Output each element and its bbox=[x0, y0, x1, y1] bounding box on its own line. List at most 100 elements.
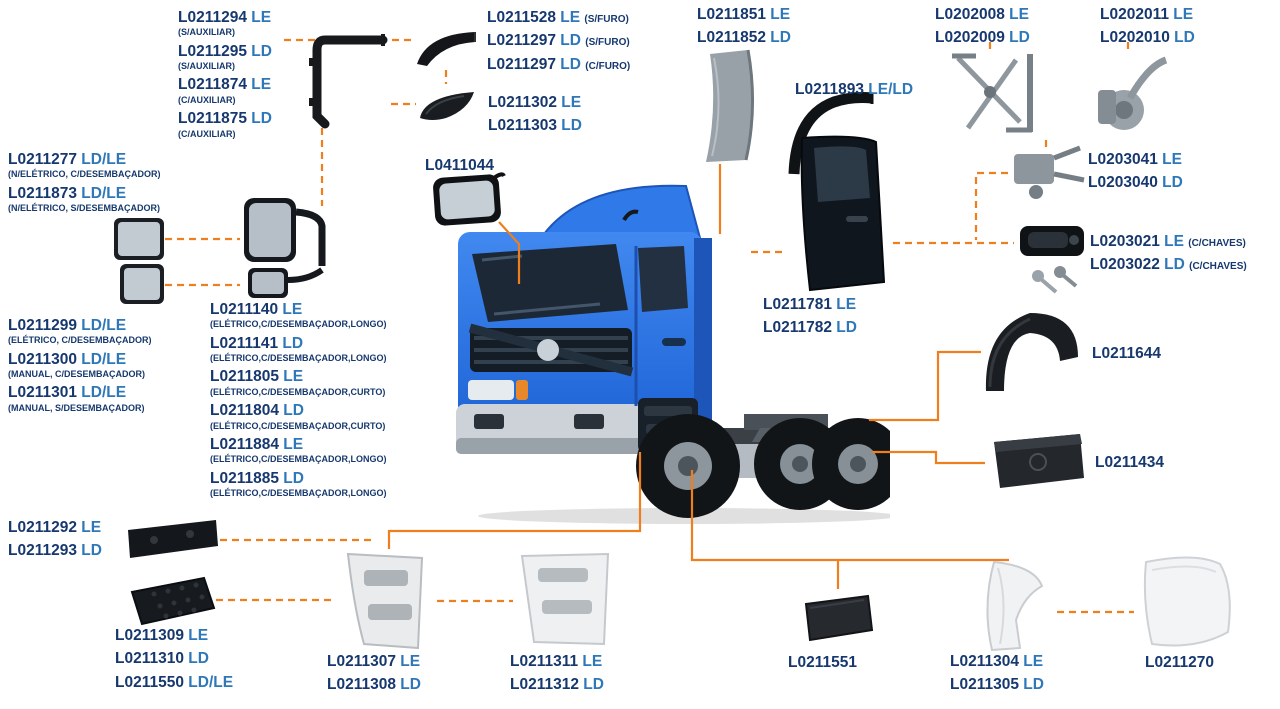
part-number-line: L0203022 LD (C/CHAVES) bbox=[1090, 255, 1247, 274]
part-number: L0211300 bbox=[8, 350, 77, 368]
part-variant: LE bbox=[1173, 6, 1194, 23]
part-note: (ELÉTRICO,C/DESEMBAÇADOR,CURTO) bbox=[210, 420, 386, 431]
part-variant: LD bbox=[560, 55, 581, 73]
part-number-line: L0211873 LD/LE bbox=[8, 184, 161, 203]
part-note: (N/ELÉTRICO, S/DESEMBAÇADOR) bbox=[8, 203, 161, 214]
part-variant: LD/LE bbox=[81, 350, 127, 368]
part-note: (C/CHAVES) bbox=[1188, 238, 1246, 249]
part-number: L0211782 bbox=[763, 319, 832, 337]
part-number-line: L0202009 LD bbox=[935, 28, 1030, 47]
part-number-line: L0211885 LD bbox=[210, 469, 387, 488]
part-number-line: L0211312 LD bbox=[510, 675, 604, 694]
part-number-line: L0211311 LE bbox=[510, 652, 604, 671]
part-variant: LD/LE bbox=[81, 184, 127, 202]
part-number-line: L0211644 bbox=[1092, 344, 1161, 363]
label-group-mirror-arm: L0211294 LE (S/AUXILIAR) L0211295 LD (S/… bbox=[178, 8, 272, 143]
part-variant: LD bbox=[1174, 29, 1195, 47]
label-group-step-rear: L0211311 LE L0211312 LD bbox=[510, 652, 604, 699]
window-frame-seal-thumbnail bbox=[788, 92, 874, 175]
label-group-step-grate: L0211309 LE L0211310 LD L0211550 LD/LE bbox=[115, 626, 233, 696]
part-number: L0211528 bbox=[487, 9, 556, 26]
label-group-mirror-cover: L0211302 LE L0211303 LD bbox=[488, 93, 582, 140]
part-number: L0211804 bbox=[210, 402, 279, 420]
wiper-motor-thumbnail bbox=[1098, 56, 1168, 130]
part-note: (C/AUXILIAR) bbox=[178, 94, 236, 105]
air-deflector-thumbnail bbox=[706, 49, 755, 162]
label-group-window-frame: L0211893 LE/LD bbox=[795, 80, 913, 99]
label-group-window-regulator: L0202008 LE L0202009 LD bbox=[935, 5, 1030, 52]
part-number-line: L0211550 LD/LE bbox=[115, 673, 233, 692]
part-note: (C/AUXILIAR) bbox=[178, 128, 236, 139]
part-note: (S/AUXILIAR) bbox=[178, 61, 235, 72]
part-number-line: L0211434 bbox=[1095, 453, 1164, 472]
part-variant: LD bbox=[282, 334, 304, 352]
corner-deflector-thumbnail bbox=[417, 32, 476, 66]
step-panel-thumbnail bbox=[128, 520, 218, 558]
part-number-line: L0211804 LD bbox=[210, 401, 387, 420]
fender-extension-thumbnail bbox=[986, 560, 1044, 652]
part-note: (ELÉTRICO,C/DESEMBAÇADOR,LONGO) bbox=[210, 353, 387, 364]
label-group-upper-glass: L0211277 LD/LE (N/ELÉTRICO, C/DESEMBAÇAD… bbox=[8, 150, 161, 217]
part-number: L0211434 bbox=[1095, 454, 1164, 471]
part-variant: LD bbox=[1009, 29, 1030, 47]
part-number-line: L0211277 LD/LE bbox=[8, 150, 161, 169]
part-number-line: L0211309 LE bbox=[115, 626, 233, 645]
part-number: L0211781 bbox=[763, 296, 832, 313]
label-group-step-front: L0211307 LE L0211308 LD bbox=[327, 652, 421, 699]
part-number-line: L0211293 LD bbox=[8, 541, 102, 560]
part-number-line: L0211140 LE bbox=[210, 300, 387, 319]
label-group-mud-flap: L0211551 bbox=[788, 653, 857, 672]
part-number: L0211551 bbox=[788, 654, 857, 671]
part-number-line: L0211851 LE bbox=[697, 5, 791, 24]
part-variant: LE bbox=[81, 519, 102, 536]
interior-mirror-thumbnail bbox=[433, 172, 506, 226]
part-variant: LE bbox=[251, 76, 272, 94]
part-variant: LD bbox=[1164, 256, 1185, 274]
part-number-line: L0211551 bbox=[788, 653, 857, 672]
part-number: L0203040 bbox=[1088, 174, 1158, 192]
part-variant: LD bbox=[283, 402, 304, 420]
label-group-wiper-motor: L0202011 LE L0202010 LD bbox=[1100, 5, 1195, 52]
part-number-line: L0211304 LE bbox=[950, 652, 1044, 671]
step-bracket-rear-thumbnail bbox=[520, 552, 610, 646]
part-number: L0411044 bbox=[425, 157, 494, 174]
part-number: L0211305 bbox=[950, 676, 1019, 694]
mirror-cover-thumbnail bbox=[420, 92, 474, 120]
part-number-line: L0202008 LE bbox=[935, 5, 1030, 24]
part-number: L0211299 bbox=[8, 317, 77, 334]
part-note: (ELÉTRICO,C/DESEMBAÇADOR,LONGO) bbox=[210, 454, 387, 465]
label-group-bumper-corner: L0211270 bbox=[1145, 653, 1214, 672]
door-thumbnail bbox=[800, 135, 886, 292]
part-variant: LD bbox=[560, 32, 581, 50]
part-variant: LE bbox=[836, 296, 857, 313]
label-group-lower-glass: L0211299 LD/LE (ELÉTRICO, C/DESEMBAÇADOR… bbox=[8, 316, 152, 417]
part-number-line: L0211305 LD bbox=[950, 675, 1044, 694]
part-note: (C/FURO) bbox=[585, 60, 631, 72]
part-number-line: L0203021 LE (C/CHAVES) bbox=[1090, 232, 1247, 251]
part-number: L0211805 bbox=[210, 368, 279, 386]
part-note: (C/CHAVES) bbox=[1189, 261, 1247, 273]
part-number: L0211294 bbox=[178, 9, 247, 26]
part-variant: LE bbox=[1162, 151, 1182, 168]
part-number: L0211302 bbox=[488, 94, 557, 111]
part-number-line: L0211805 LE bbox=[210, 367, 387, 386]
part-variant: LD/LE bbox=[188, 673, 234, 691]
label-group-mirror-assembly: L0211140 LE (ELÉTRICO,C/DESEMBAÇADOR,LON… bbox=[210, 300, 387, 502]
label-group-corner-deflector: L0211528 LE (S/FURO) L0211297 LD (S/FURO… bbox=[487, 8, 630, 78]
part-number-line: L0211299 LD/LE bbox=[8, 316, 152, 335]
part-number-line: L0411044 bbox=[425, 156, 494, 175]
part-variant: LD/LE bbox=[81, 317, 127, 334]
part-number: L0203022 bbox=[1090, 256, 1160, 274]
part-variant: LD bbox=[251, 42, 272, 60]
part-number-line: L0211303 LD bbox=[488, 116, 582, 135]
part-variant: LD bbox=[836, 319, 857, 337]
part-number-line: L0211308 LD bbox=[327, 675, 421, 694]
part-number: L0211310 bbox=[115, 650, 184, 668]
label-group-battery-cover: L0211434 bbox=[1095, 453, 1164, 472]
part-variant: LE bbox=[282, 301, 303, 318]
part-number-line: L0211141 LD bbox=[210, 334, 387, 353]
part-number-line: L0211270 bbox=[1145, 653, 1214, 672]
part-number: L0211309 bbox=[115, 627, 184, 644]
